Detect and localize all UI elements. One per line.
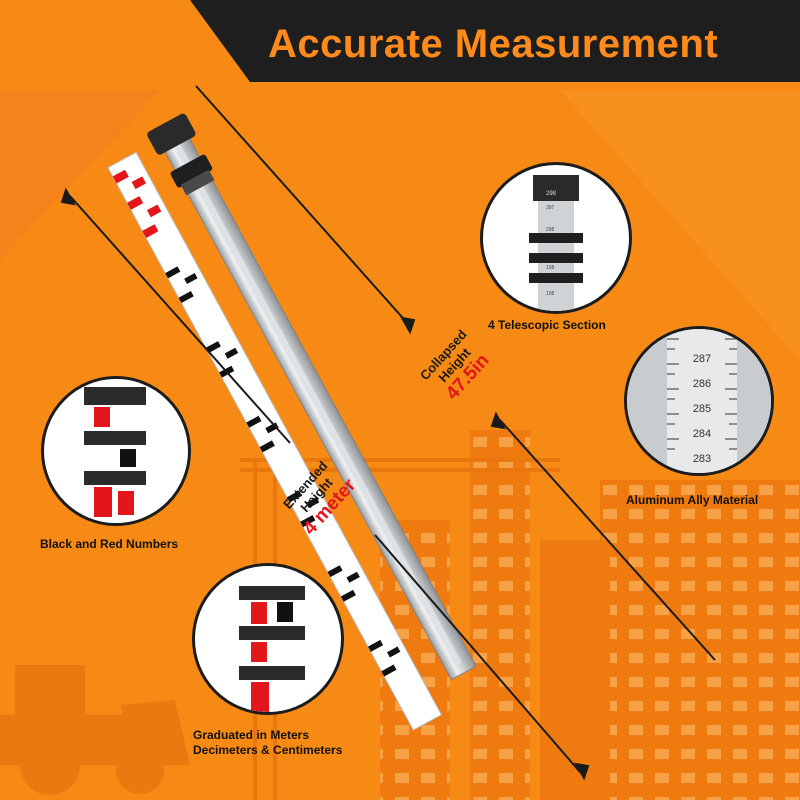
dimension-arrows xyxy=(60,85,716,781)
header-banner xyxy=(190,0,800,82)
scale-label: 198 xyxy=(546,265,555,271)
aluminum-scale-photo: 287 286 285 284 283 xyxy=(627,329,771,473)
graduated-rod-photo xyxy=(239,566,305,712)
page-title: Accurate Measurement xyxy=(268,22,719,66)
scale-label: 397 xyxy=(546,205,555,211)
graduated-caption-line1: Graduated in Meters xyxy=(193,728,310,742)
scale-label: 298 xyxy=(546,191,557,197)
numbers-caption: Black and Red Numbers xyxy=(40,537,179,551)
telescopic-rod-photo: 298 397 298 198 108 xyxy=(529,175,583,311)
numbers-callout xyxy=(41,376,191,526)
loader-silhouette xyxy=(0,665,190,795)
bg-shade xyxy=(560,90,800,360)
scale-label: 108 xyxy=(546,291,555,297)
scale-label: 285 xyxy=(693,403,711,415)
extended-rod xyxy=(107,151,443,731)
scale-label: 287 xyxy=(693,353,711,365)
aluminum-callout: 287 286 285 284 283 xyxy=(624,326,774,476)
scale-label: 286 xyxy=(693,378,711,390)
telescopic-caption: 4 Telescopic Section xyxy=(488,318,606,332)
graduated-caption-line2: Decimeters & Centimeters xyxy=(193,743,343,757)
telescopic-callout: 298 397 298 198 108 xyxy=(480,162,632,314)
scale-label: 283 xyxy=(693,453,711,465)
scale-label: 284 xyxy=(693,428,711,440)
collapsed-rod xyxy=(147,113,477,681)
building-silhouette xyxy=(380,430,800,800)
numbers-rod-photo xyxy=(84,379,146,523)
bg-shade xyxy=(0,90,160,260)
aluminum-caption: Aluminum Ally Material xyxy=(626,493,759,507)
scale-label: 298 xyxy=(546,227,555,233)
graduated-callout xyxy=(192,563,344,715)
